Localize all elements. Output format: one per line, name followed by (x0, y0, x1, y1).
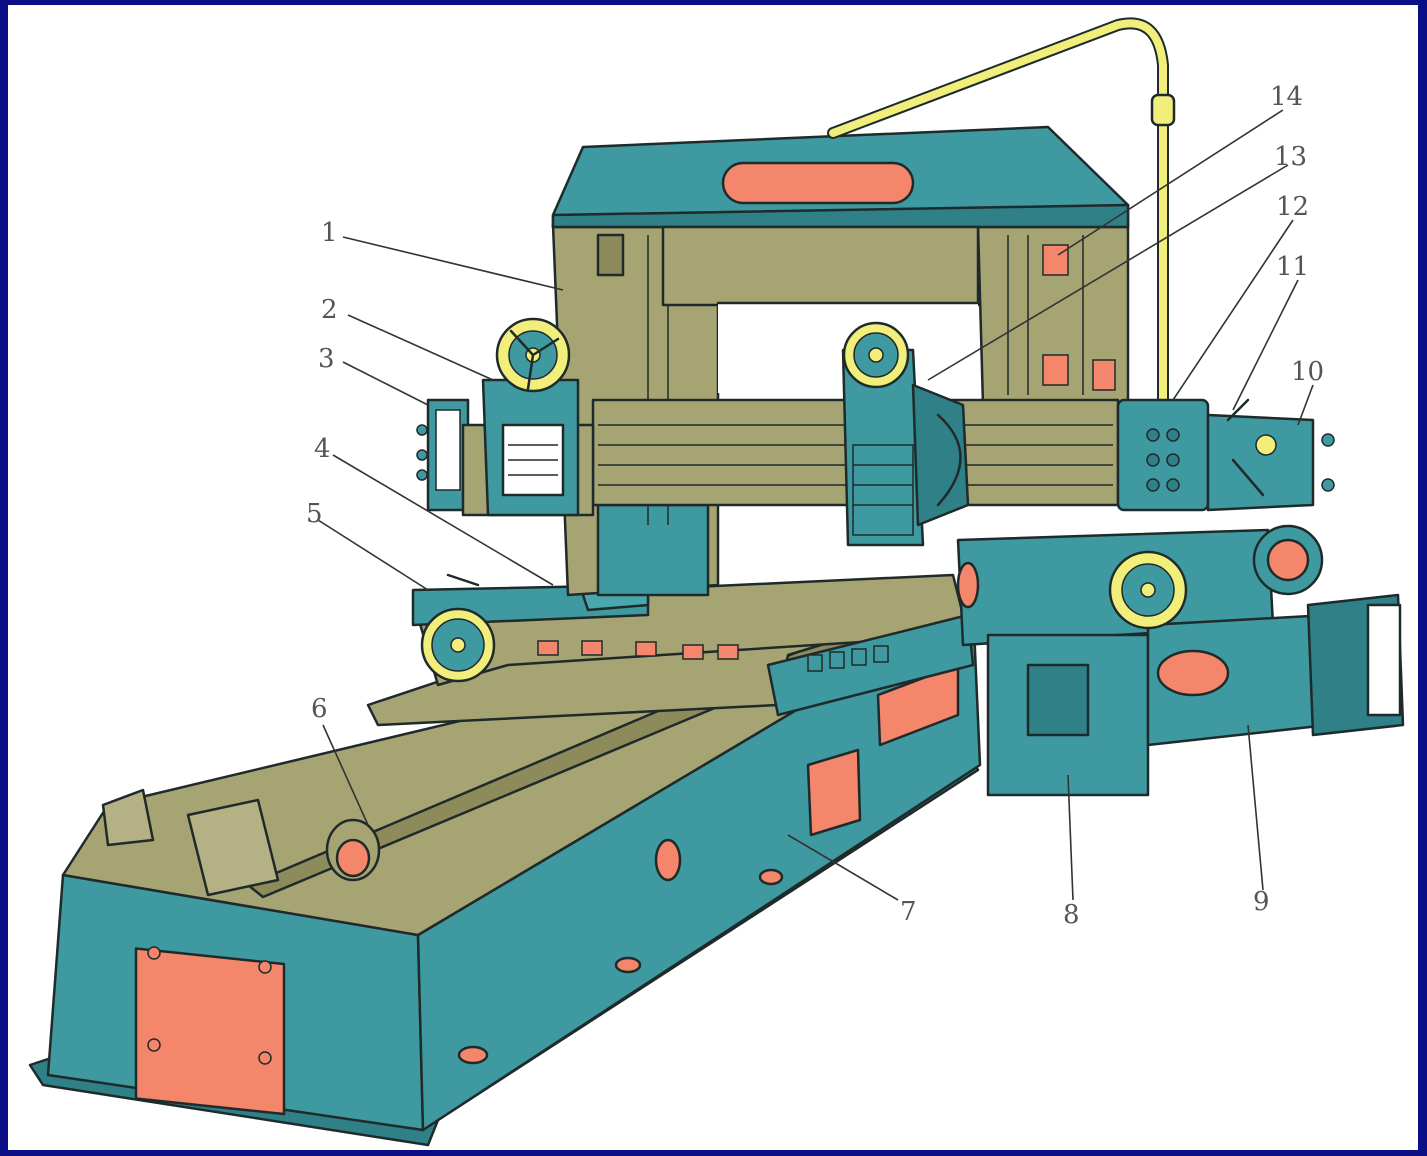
callout-label: 4 (314, 434, 331, 464)
table-t-slot-nuts (537, 640, 739, 660)
callout-label: 14 (1270, 82, 1303, 112)
callout-label: 10 (1291, 357, 1324, 387)
machine-bed (28, 603, 982, 1147)
drive-gauge-icon (1266, 538, 1310, 582)
callout-label: 1 (321, 218, 338, 248)
drive-unit (956, 524, 1405, 797)
callout-label: 7 (900, 897, 917, 927)
bed-bolts (147, 946, 272, 1065)
left-tool-head (481, 317, 580, 517)
top-beam-window (721, 161, 915, 205)
right-tool-head (841, 321, 970, 547)
callout-label: 9 (1253, 887, 1270, 917)
table-dogs (807, 645, 889, 672)
leader-lines (317, 109, 1314, 901)
callout-label: 3 (318, 344, 335, 374)
callout-label: 11 (1276, 252, 1309, 282)
callout-label: 8 (1063, 900, 1080, 930)
planer-machine-illustration: 1 2 3 4 5 6 7 8 9 10 11 12 13 14 (28, 17, 1405, 1147)
callout-label: 2 (321, 295, 338, 325)
diagram-panel: 1 2 3 4 5 6 7 8 9 10 11 12 13 14 (8, 5, 1418, 1150)
table-crank (325, 818, 381, 882)
callout-label: 5 (306, 499, 323, 529)
callout-label: 13 (1274, 142, 1307, 172)
lubrication-pipe (827, 17, 1176, 416)
bed-nameplate (134, 947, 286, 1116)
callout-labels: 1 2 3 4 5 6 7 8 9 10 11 12 13 14 (306, 82, 1324, 930)
motor-plate (1156, 649, 1230, 697)
rail-gearbox (1116, 398, 1335, 512)
callout-label: 6 (311, 694, 328, 724)
top-beam (551, 125, 1130, 393)
right-column (976, 223, 1130, 407)
bed-control-box (806, 748, 862, 837)
callout-label: 12 (1276, 192, 1309, 222)
